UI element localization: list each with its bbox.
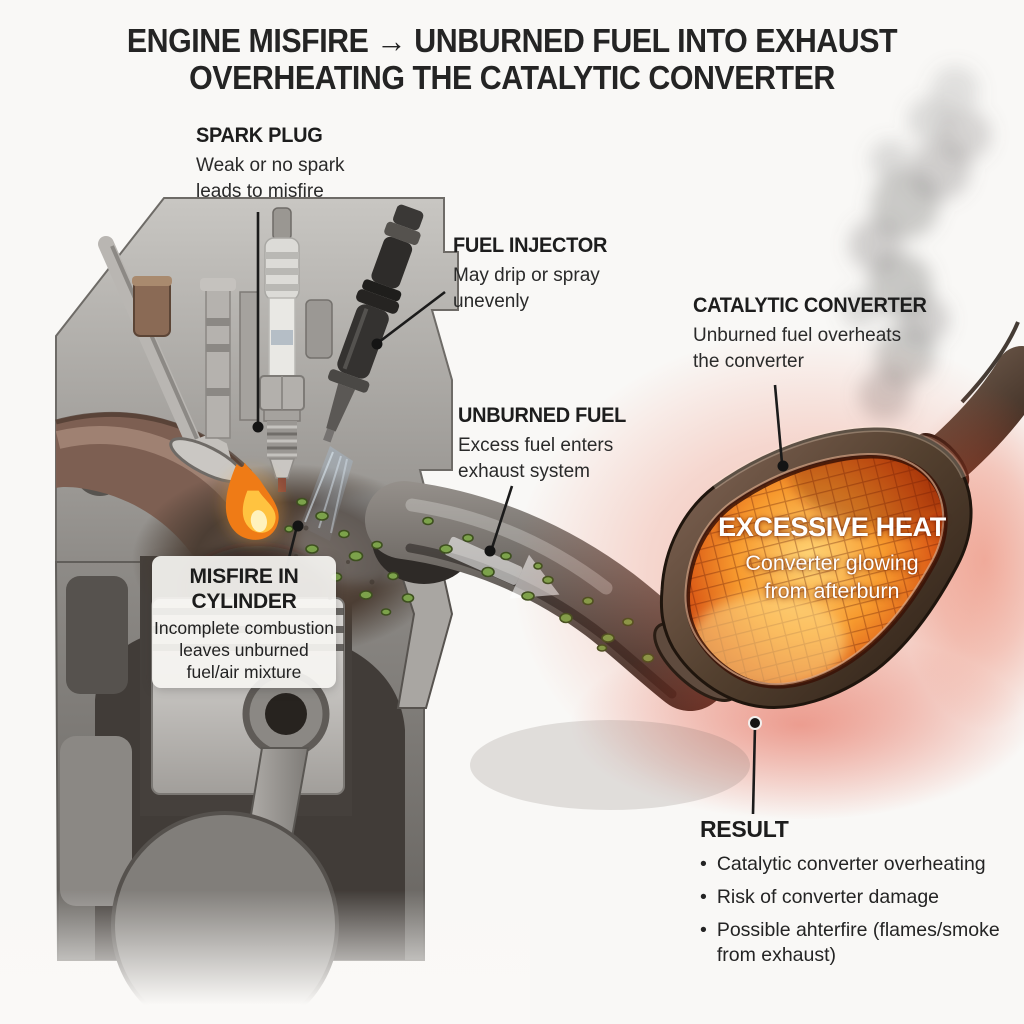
leader-dot-catalytic-converter [777, 460, 789, 472]
misfire-body-line: Incomplete combustion [154, 618, 334, 638]
valve-train-parts [132, 276, 333, 439]
misfire-heading-line: CYLINDER [191, 590, 297, 613]
leader-line-catalytic-converter [773, 384, 784, 464]
title-line-2: OVERHEATING THE CATALYTIC CONVERTER [189, 59, 835, 96]
fuel-injector-line: May drip or spray [453, 265, 600, 286]
misfire-body-line: leaves unburned [179, 640, 309, 660]
leader-dot-unburned-fuel [484, 545, 496, 557]
leader-dot-spark-plug [252, 421, 264, 433]
spark-plug-line: Weak or no spark [196, 155, 345, 176]
result-list: • Catalytic converter overheating • Risk… [700, 852, 1012, 968]
catalytic-converter [659, 425, 973, 709]
result-item-text: Possible ahterfire (flames/smoke from ex… [716, 919, 1000, 966]
excessive-heat-label: EXCESSIVE HEAT Converter glowing from af… [702, 512, 962, 605]
spark-plug-label: SPARK PLUG Weak or no spark leads to mis… [196, 124, 345, 205]
unburned-fuel-label: UNBURNED FUEL Excess fuel enters exhaust… [458, 404, 635, 485]
bullet-icon: • [700, 919, 707, 941]
catalytic-converter-line: the converter [693, 351, 804, 372]
misfire-callout-box: MISFIRE IN CYLINDER Incomplete combustio… [152, 556, 336, 688]
leader-line-result [751, 725, 757, 815]
catalytic-converter-label: CATALYTIC CONVERTER Unburned fuel overhe… [693, 294, 939, 375]
leader-dot-misfire [292, 520, 304, 532]
result-heading: RESULT [700, 816, 789, 842]
unburned-fuel-line: exhaust system [458, 461, 590, 482]
spark-plug-heading: SPARK PLUG [196, 124, 323, 147]
bullet-icon: • [700, 886, 707, 908]
excessive-heat-line: Converter glowing [745, 551, 919, 575]
result-block: RESULT • Catalytic converter overheating… [700, 816, 1012, 976]
spark-plug [259, 207, 305, 492]
spark-plug-line: leads to misfire [196, 181, 324, 202]
unburned-fuel-line: Excess fuel enters [458, 435, 614, 456]
catalytic-converter-heading: CATALYTIC CONVERTER [693, 294, 927, 317]
fuel-injector-line: unevenly [453, 291, 530, 312]
leader-dot-fuel-injector [371, 338, 383, 350]
leader-line-fuel-injector [378, 290, 446, 344]
bottom-fade [0, 880, 530, 1024]
result-item-text: Risk of converter damage [716, 886, 940, 908]
fuel-injector-label: FUEL INJECTOR May drip or spray unevenly [453, 234, 615, 315]
result-item-text: Catalytic converter overheating [716, 853, 986, 875]
bullet-icon: • [700, 853, 707, 875]
unburned-fuel-heading: UNBURNED FUEL [458, 404, 627, 427]
result-item: • Catalytic converter overheating [700, 852, 1012, 877]
misfire-flame [219, 462, 285, 544]
fuel-injector-heading: FUEL INJECTOR [453, 234, 608, 257]
leader-line-unburned-fuel [490, 485, 514, 549]
misfire-heading-line: MISFIRE IN [189, 565, 299, 588]
fuel-injector [323, 204, 424, 443]
result-item: • Possible ahterfire (flames/smoke from … [700, 918, 1012, 968]
page-title: ENGINE MISFIRE → UNBURNED FUEL INTO EXHA… [41, 22, 983, 96]
title-line-1: ENGINE MISFIRE → UNBURNED FUEL INTO EXHA… [126, 22, 898, 59]
catalytic-converter-line: Unburned fuel overheats [693, 325, 902, 346]
leader-dot-result [748, 716, 762, 730]
leader-lines [256, 212, 784, 815]
excessive-heat-line: from afterburn [764, 579, 900, 603]
excessive-heat-heading: EXCESSIVE HEAT [718, 512, 946, 542]
misfire-body-line: fuel/air mixture [186, 662, 302, 682]
intake-valve [98, 236, 245, 484]
result-item: • Risk of converter damage [700, 885, 1012, 910]
leader-dots [252, 338, 789, 730]
